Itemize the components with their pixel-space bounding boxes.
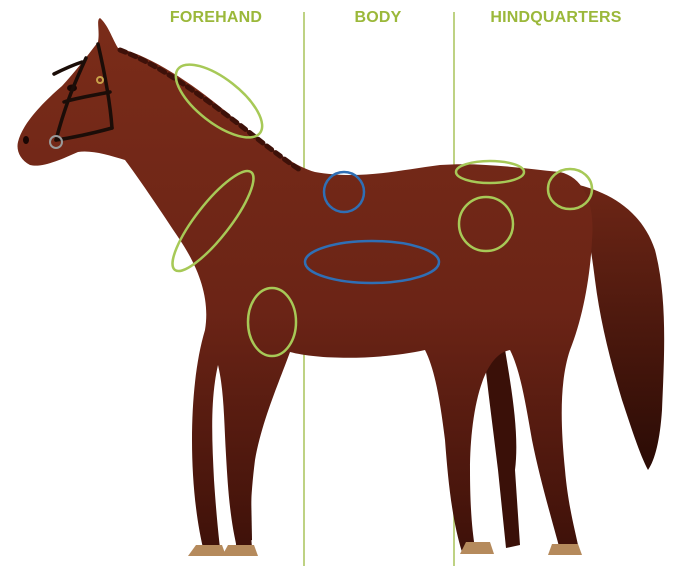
nostril [23,136,29,144]
